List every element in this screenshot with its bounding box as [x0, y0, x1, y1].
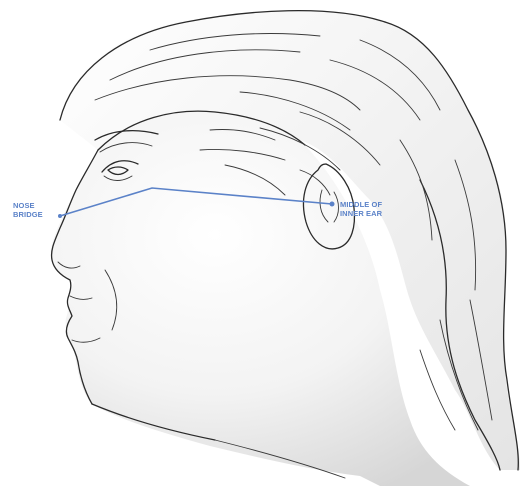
label-nose-bridge-line2: BRIDGE: [13, 211, 43, 220]
measurement-endpoint-nose: [58, 214, 62, 218]
measurement-endpoint-ear: [330, 202, 335, 207]
label-ear-line2: INNER EAR: [340, 210, 382, 219]
label-middle-of-inner-ear: MIDDLE OF INNER EAR: [340, 201, 382, 218]
label-nose-bridge: NOSE BRIDGE: [13, 202, 43, 219]
